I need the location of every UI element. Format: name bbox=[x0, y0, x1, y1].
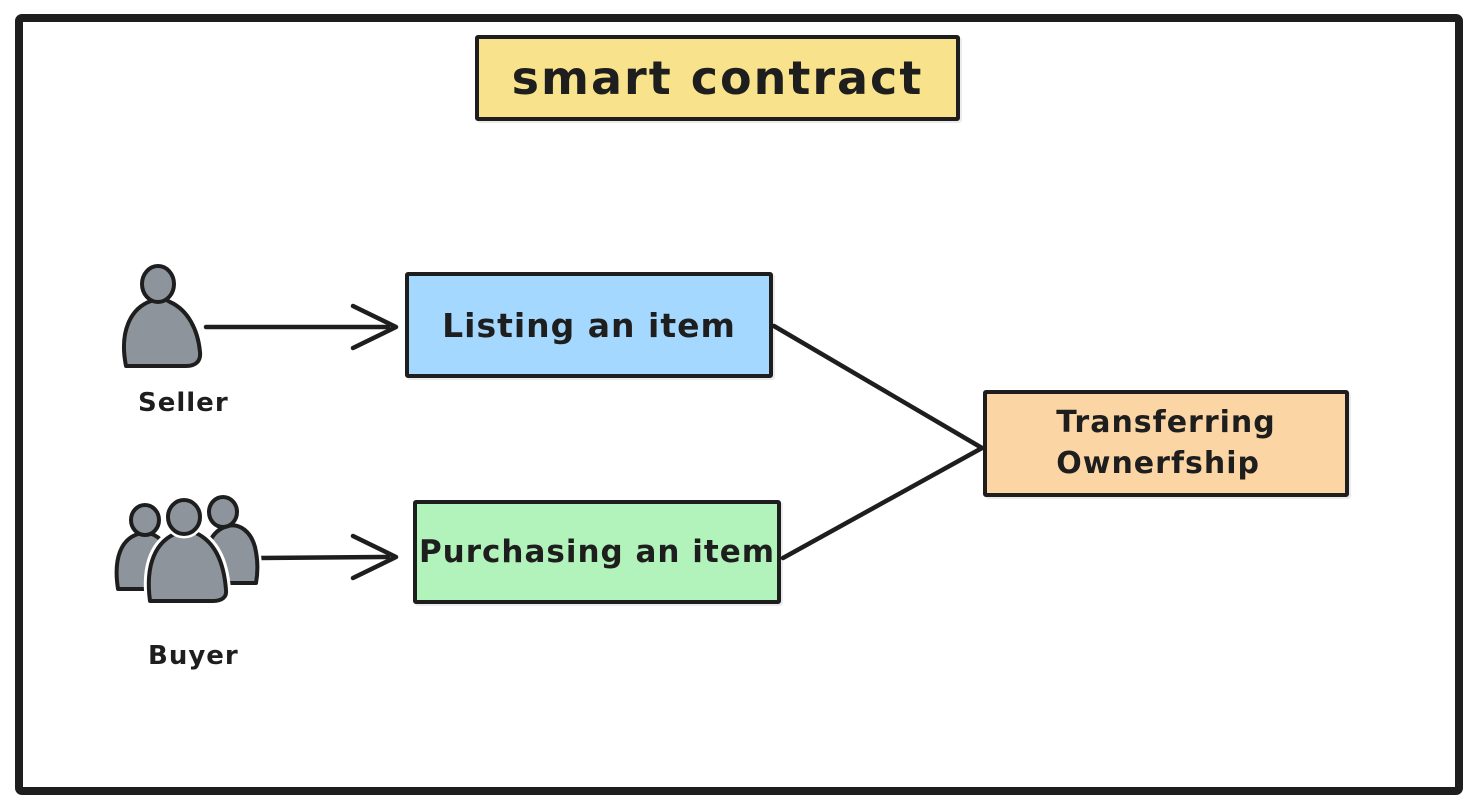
node-listing-an-item: Listing an item bbox=[405, 272, 773, 378]
node-listing-label: Listing an item bbox=[442, 305, 736, 345]
node-purchasing-label: Purchasing an item bbox=[418, 534, 776, 570]
node-transferring-label: Transferring Ownerfship bbox=[1056, 405, 1276, 481]
node-transferring-ownership: Transferring Ownerfship bbox=[983, 390, 1349, 497]
buyer-label: Buyer bbox=[148, 641, 239, 671]
buyer-group-icon bbox=[114, 495, 262, 606]
purchasing-to-transferring-line bbox=[780, 445, 985, 561]
seller-to-listing-arrow bbox=[203, 303, 399, 351]
title-box: smart contract bbox=[475, 35, 960, 121]
title-text: smart contract bbox=[511, 51, 924, 105]
seller-label: Seller bbox=[138, 388, 229, 418]
buyer-to-purchasing-arrow bbox=[256, 533, 399, 581]
listing-to-transferring-line bbox=[771, 323, 985, 451]
outer-frame bbox=[15, 14, 1463, 795]
seller-person-icon bbox=[121, 264, 203, 368]
node-purchasing-an-item: Purchasing an item bbox=[413, 500, 781, 604]
